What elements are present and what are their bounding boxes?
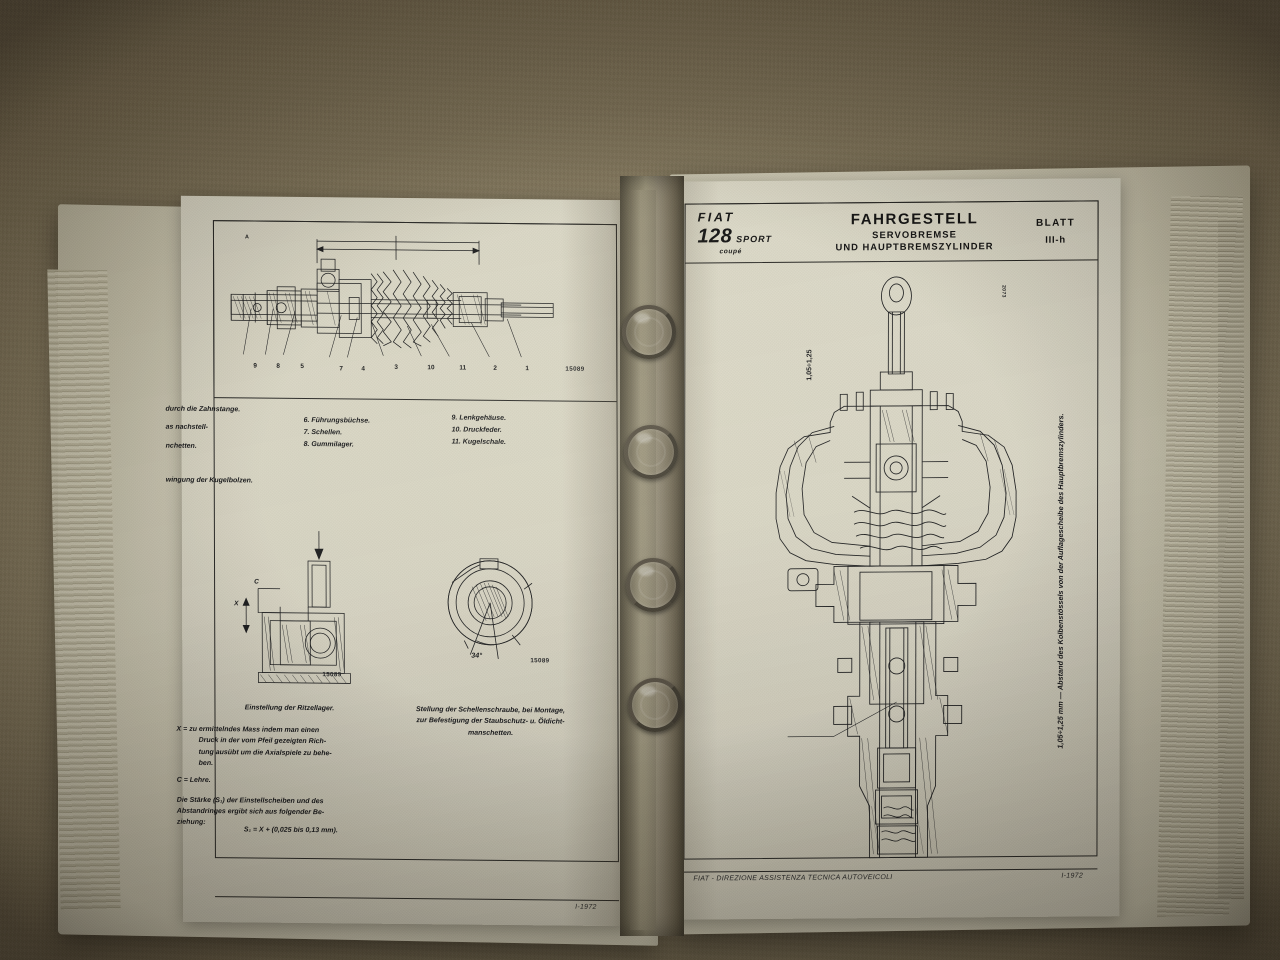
- steering-rack-figure: [221, 228, 572, 391]
- left-page: 9 8 5 7 4 3 10 11 2 1 A 15089 durch die …: [166, 195, 634, 927]
- binder-ring-1[interactable]: [622, 305, 676, 359]
- clamp-screw-figure: [428, 542, 558, 693]
- servo-brake-figure: 1,05÷1,25 1,05÷1,25 mm — Abstand des Kol…: [683, 258, 1098, 859]
- binder-ring-4[interactable]: [628, 678, 682, 732]
- pinion-bearing-figure: [224, 526, 375, 697]
- ring-binder: 9 8 5 7 4 3 10 11 2 1 A 15089 durch die …: [30, 150, 1250, 950]
- binder-ring-3[interactable]: [626, 558, 680, 612]
- right-page: FIAT 128 SPORT coupé FAHRGESTELL SERVOBR…: [657, 178, 1121, 920]
- binder-ring-2[interactable]: [624, 425, 678, 479]
